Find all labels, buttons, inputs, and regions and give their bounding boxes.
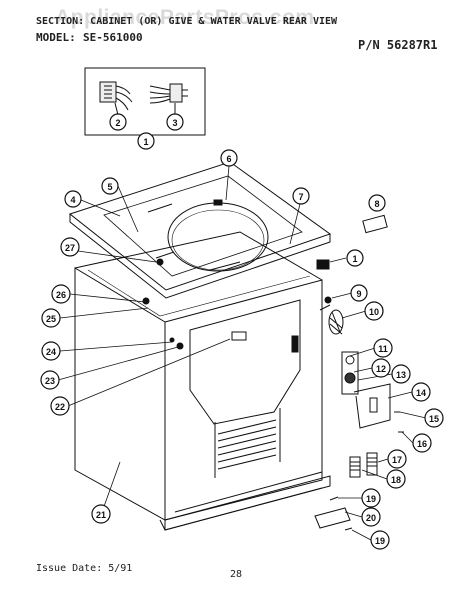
callout-label: 21 [96,510,106,520]
callout-label: 19 [375,536,385,546]
callout-9[interactable]: 9 [350,284,368,302]
callout-23[interactable]: 23 [40,370,60,390]
callout-19-upper[interactable]: 19 [361,488,381,508]
callout-8[interactable]: 8 [368,194,386,212]
callout-27[interactable]: 27 [60,237,80,257]
callout-1-inset-b[interactable]: 1 [137,132,155,150]
callout-label: 16 [417,439,427,449]
callout-label: 11 [378,344,388,354]
callout-label: 5 [107,182,112,192]
callout-26[interactable]: 26 [51,284,71,304]
callout-21[interactable]: 21 [91,504,111,524]
callout-label: 19 [366,494,376,504]
callout-label: 7 [298,192,303,202]
callout-14[interactable]: 14 [411,382,431,402]
callout-label: 17 [392,455,402,465]
callout-11[interactable]: 11 [373,338,393,358]
callout-label: 4 [70,195,75,205]
callout-label: 13 [396,370,406,380]
callout-10[interactable]: 10 [364,301,384,321]
callout-15[interactable]: 15 [424,408,444,428]
callout-13[interactable]: 13 [391,364,411,384]
callout-1-valve[interactable]: 1 [346,249,364,267]
section-title: SECTION: CABINET (OR) GIVE & WATER VALVE… [36,16,338,27]
callout-6[interactable]: 6 [220,149,238,167]
callout-label: 6 [226,154,231,164]
issue-date: Issue Date: 5/91 [36,563,133,574]
callout-label: 12 [376,364,386,374]
callout-7[interactable]: 7 [292,187,310,205]
leader-lines [57,165,427,541]
callout-22[interactable]: 22 [50,396,70,416]
callout-label: 20 [366,513,376,523]
cabinet-body-drawing [74,231,323,531]
callout-label: 27 [65,243,75,253]
callout-label: 1 [143,137,148,147]
model-label: MODEL: [36,31,76,44]
harness-plug-drawing [149,83,188,104]
callout-label: 14 [416,388,426,398]
callout-label: 22 [55,402,65,412]
page-number: 28 [230,569,243,580]
callout-20[interactable]: 20 [361,507,381,527]
callout-1-inset-a[interactable]: 2 [109,113,127,131]
callout-18[interactable]: 18 [386,469,406,489]
callout-bubbles: 2 3 1 6 5 4 7 8 27 1 9 26 10 25 11 24 12… [40,113,444,550]
callout-label: 8 [374,199,379,209]
callout-label: 15 [429,414,439,424]
hose-fittings-drawing [314,411,404,531]
small-parts-drawing [142,214,388,350]
callout-3-inset[interactable]: 3 [166,113,184,131]
base-strip-drawing [164,475,331,531]
harness-connector-drawing [99,81,133,111]
callout-label: 10 [369,307,379,317]
model-number: SE-561000 [83,31,143,44]
top-cover-drawing [68,161,332,299]
callout-17[interactable]: 17 [387,449,407,469]
callout-16[interactable]: 16 [412,433,432,453]
callout-label: 3 [172,118,177,128]
callout-label: 26 [56,290,66,300]
callout-24[interactable]: 24 [41,341,61,361]
part-number: P/N 56287R1 [358,38,438,52]
callout-label: 9 [356,289,361,299]
callout-label: 2 [115,118,120,128]
callout-12[interactable]: 12 [371,358,391,378]
callout-5[interactable]: 5 [101,177,119,195]
callout-label: 18 [391,475,401,485]
callout-19-lower[interactable]: 19 [370,530,390,550]
callout-25[interactable]: 25 [41,308,61,328]
callout-label: 25 [46,314,56,324]
callout-label: 1 [352,254,357,264]
water-valve-assembly-drawing [316,259,391,429]
watermark: AppliancePartsPros.com [55,6,315,29]
callout-4[interactable]: 4 [64,190,82,208]
callout-label: 24 [46,347,56,357]
callout-label: 23 [45,376,55,386]
